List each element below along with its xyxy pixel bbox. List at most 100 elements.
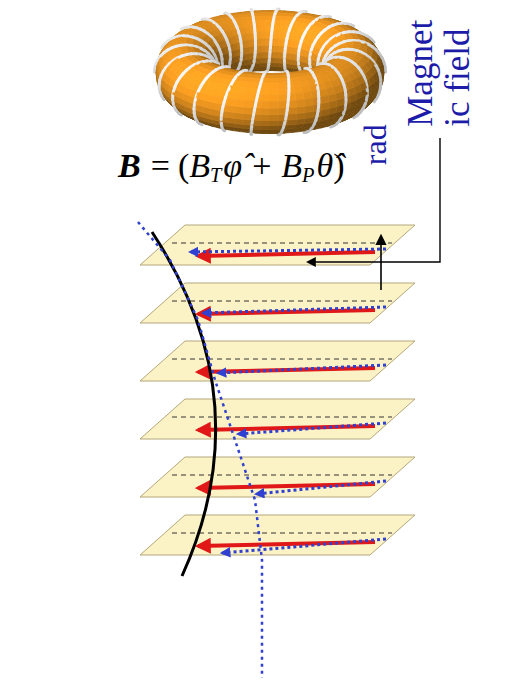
- torus-patch: [252, 120, 261, 125]
- coil-wire: [218, 45, 220, 49]
- coil-wire: [229, 45, 230, 50]
- torus-patch: [261, 115, 270, 121]
- torus-patch: [270, 95, 279, 102]
- torus-patch: [339, 56, 348, 59]
- formula-part: =: [151, 147, 170, 184]
- formula-part: (: [178, 147, 189, 184]
- coil-wire: [198, 87, 200, 91]
- plane: [140, 225, 415, 265]
- coil-wire: [344, 90, 348, 95]
- torus-patch: [262, 89, 270, 95]
- torus-patch: [270, 101, 279, 108]
- torus-patch: [270, 79, 278, 84]
- field-arrow-dotted: [222, 539, 386, 553]
- torus-patch: [261, 95, 270, 102]
- torus-patch: [270, 133, 278, 134]
- torus-patch: [278, 52, 282, 58]
- formula: B=(BTφ̂+BPθ̂): [118, 146, 345, 188]
- torus-patch: [295, 93, 304, 101]
- torus-patch: [270, 108, 279, 115]
- torus-patch: [235, 100, 244, 108]
- torus-patch: [277, 78, 285, 83]
- subscript: P: [302, 164, 314, 186]
- torus-patch: [278, 94, 287, 101]
- torus-patch: [249, 46, 253, 53]
- torus-patch: [261, 108, 270, 115]
- torus-patch: [270, 126, 279, 130]
- plane: [140, 399, 415, 439]
- torus-patch: [261, 101, 270, 108]
- torus-patch: [243, 114, 252, 121]
- field-arrow: [198, 368, 375, 372]
- field-arrow-dotted: [238, 423, 386, 434]
- torus-patch: [257, 52, 261, 58]
- torus-patch: [270, 67, 275, 70]
- torus-patch: [288, 114, 297, 121]
- plane-axis: [172, 475, 392, 476]
- torus-patch: [262, 133, 270, 134]
- torus-patch: [287, 46, 291, 53]
- coil-wire: [255, 100, 256, 105]
- torus-patch: [261, 52, 265, 58]
- field-arrow: [198, 310, 375, 314]
- torus-patch: [261, 121, 270, 126]
- torus-coil: [155, 9, 386, 135]
- radial-arrow: [380, 236, 382, 290]
- formula-part: +: [252, 147, 271, 184]
- curve: [152, 232, 216, 576]
- plane: [140, 515, 415, 555]
- coil-wire: [315, 37, 318, 41]
- plane-axis: [172, 301, 392, 302]
- axis-label: rad: [358, 124, 392, 165]
- torus-patch: [227, 98, 236, 106]
- field-arrow-dotted: [203, 307, 386, 313]
- torus-patch: [261, 58, 266, 63]
- torus-patch: [274, 58, 279, 63]
- coil-wire: [285, 39, 289, 44]
- torus-patch: [274, 45, 278, 52]
- field-arrow-dotted: [256, 481, 386, 494]
- torus-patch: [274, 39, 279, 46]
- coil-wire: [312, 71, 314, 74]
- coil-wire: [286, 100, 290, 105]
- plane-axis: [172, 533, 392, 534]
- torus-patch: [244, 94, 253, 101]
- torus-patch: [261, 39, 266, 46]
- field-arrow-dotted: [218, 365, 386, 373]
- field-label: Magnet ic field: [403, 5, 477, 127]
- torus-patch: [278, 88, 287, 95]
- torus-patch: [288, 107, 297, 114]
- formula-part: ): [333, 147, 344, 184]
- torus-patch: [211, 95, 220, 103]
- formula-part: θ̂: [317, 147, 334, 184]
- coil-wire: [226, 93, 228, 98]
- torus-patch: [278, 46, 282, 53]
- torus-patch: [270, 76, 277, 79]
- plane-axis: [172, 417, 392, 418]
- torus-patch: [278, 83, 287, 89]
- torus-patch: [244, 119, 253, 125]
- torus-patch: [270, 115, 279, 121]
- torus-patch: [287, 53, 291, 59]
- torus-patch: [270, 63, 275, 67]
- torus-patch: [249, 53, 253, 59]
- torus-patch: [246, 82, 255, 88]
- torus-patch: [245, 88, 254, 95]
- field-trace: [138, 222, 262, 678]
- torus-patch: [244, 100, 253, 107]
- torus-patch: [261, 126, 270, 130]
- torus-patch: [262, 83, 270, 89]
- torus-patch: [316, 55, 319, 63]
- plane-stack: [140, 225, 415, 555]
- torus-patch: [243, 107, 252, 114]
- torus-patch: [264, 16, 270, 21]
- coil-wire: [269, 38, 272, 43]
- torus-patch: [265, 32, 270, 39]
- torus-patch: [261, 45, 265, 52]
- coil-wire: [177, 56, 182, 58]
- torus-patch: [188, 35, 196, 39]
- field-arrow-dotted: [190, 249, 386, 252]
- torus-patch: [263, 76, 270, 79]
- torus-patch: [345, 30, 354, 33]
- torus-patch: [270, 58, 275, 63]
